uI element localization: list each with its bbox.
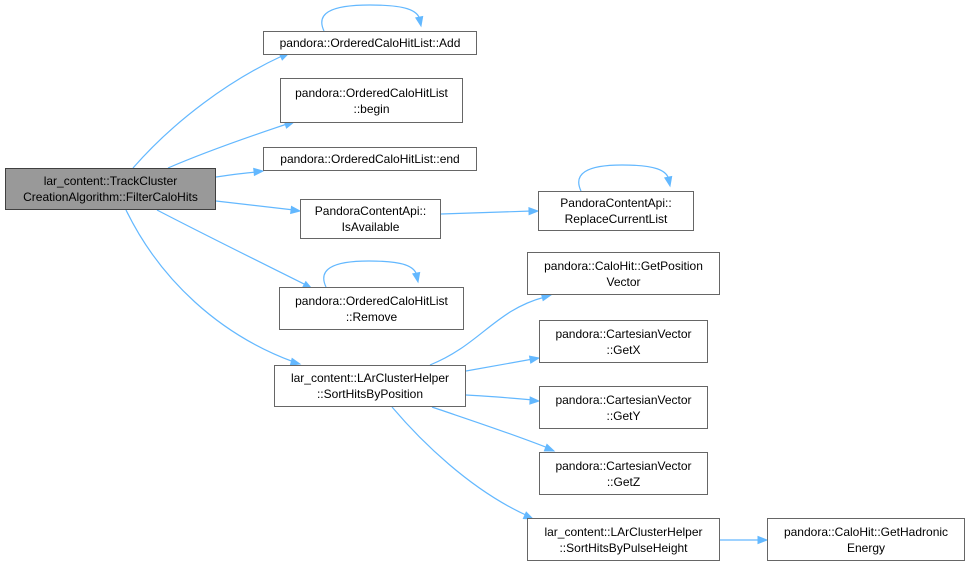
edge-arrowhead — [290, 205, 302, 215]
node-label-line: pandora::CartesianVector — [555, 458, 692, 473]
node-replace[interactable]: PandoraContentApi::ReplaceCurrentList — [538, 191, 694, 231]
node-getz[interactable]: pandora::CartesianVector::GetZ — [539, 452, 708, 495]
edge-arrowhead — [757, 535, 769, 545]
edge-line — [431, 406, 549, 449]
edge-arrowhead — [528, 355, 541, 364]
edge-line — [429, 296, 546, 366]
node-label-line: ::GetX — [606, 342, 641, 357]
edge-line — [321, 4, 421, 32]
edge-line — [132, 55, 283, 169]
edge-arrowhead — [663, 175, 673, 188]
node-sortpulse[interactable]: lar_content::LArClusterHelper::SortHitsB… — [527, 518, 720, 561]
node-label-line: pandora::OrderedCaloHitList::end — [280, 152, 460, 166]
node-label-line: pandora::CaloHit::GetPosition — [544, 258, 703, 273]
edge-arrowhead — [411, 271, 421, 284]
edge-root-to-end — [215, 167, 265, 178]
edge-isavailable-to-replace — [440, 206, 540, 216]
edge-arrowhead — [543, 443, 556, 452]
edge-root-to-sortpos — [125, 209, 302, 366]
edge-arrowhead — [414, 15, 424, 28]
node-label-line: ReplaceCurrentList — [564, 212, 668, 226]
edge-arrowhead — [253, 167, 265, 177]
edge-remove-to-remove — [323, 260, 421, 288]
node-sortpos[interactable]: lar_content::LArClusterHelper::SortHitsB… — [274, 365, 466, 407]
node-label-line: ::GetZ — [606, 474, 641, 489]
node-label-line: Vector — [606, 274, 641, 289]
node-label-line: pandora::OrderedCaloHitList::Add — [279, 36, 461, 50]
edge-root-to-isavailable — [215, 200, 302, 215]
edge-replace-to-replace — [578, 164, 673, 192]
edge-line — [578, 164, 670, 192]
node-label-line: lar_content::LArClusterHelper — [290, 371, 450, 385]
edge-arrowhead — [529, 396, 541, 405]
edge-sortpos-to-sortpulse — [391, 406, 535, 520]
edge-line — [465, 358, 534, 372]
edge-line — [156, 209, 307, 286]
edge-sortpulse-to-hadronic — [720, 535, 769, 545]
node-label-line: lar_content::LArClusterHelper — [544, 524, 703, 539]
node-label-line: pandora::OrderedCaloHitList — [295, 85, 448, 100]
node-label-line: IsAvailable — [341, 220, 400, 234]
edge-line — [215, 200, 295, 211]
node-label-line: Energy — [846, 540, 886, 555]
node-label-line: ::SortHitsByPosition — [316, 387, 424, 401]
edge-line — [167, 123, 288, 169]
node-label-line: lar_content::TrackCluster — [43, 174, 178, 188]
node-label-line: pandora::OrderedCaloHitList — [295, 293, 448, 308]
edge-sortpos-to-getx — [465, 355, 541, 372]
edge-arrowhead — [289, 357, 302, 366]
edge-add-to-add — [321, 4, 424, 32]
edge-arrowhead — [528, 206, 540, 216]
node-label-line: pandora::CartesianVector — [555, 326, 692, 341]
node-remove[interactable]: pandora::OrderedCaloHitList::Remove — [279, 287, 464, 330]
edge-line — [391, 406, 529, 517]
edge-line — [440, 210, 533, 215]
node-end[interactable]: pandora::OrderedCaloHitList::end — [263, 147, 477, 171]
node-label-line: pandora::CaloHit::GetHadronic — [783, 524, 949, 539]
edge-sortpos-to-getz — [431, 406, 556, 452]
node-label-line: pandora::CartesianVector — [555, 392, 692, 407]
edge-root-to-remove — [156, 209, 314, 290]
edge-line — [465, 394, 534, 401]
node-label-line: ::begin — [353, 101, 390, 116]
node-gety[interactable]: pandora::CartesianVector::GetY — [539, 386, 708, 429]
node-label-line: PandoraContentApi:: — [314, 204, 427, 218]
edge-line — [215, 171, 258, 178]
node-begin[interactable]: pandora::OrderedCaloHitList::begin — [280, 78, 463, 123]
node-label-line: ::GetY — [606, 408, 641, 423]
node-label-line: PandoraContentApi:: — [560, 196, 672, 210]
node-label-line: ::SortHitsByPulseHeight — [559, 540, 688, 555]
edge-line — [125, 209, 295, 363]
node-add[interactable]: pandora::OrderedCaloHitList::Add — [263, 31, 477, 55]
edge-line — [323, 260, 418, 288]
node-label-line: ::Remove — [345, 309, 398, 324]
edge-sortpos-to-gety — [465, 394, 541, 405]
node-label-line: CreationAlgorithm::FilterCaloHits — [23, 190, 198, 204]
node-isavailable[interactable]: PandoraContentApi::IsAvailable — [300, 199, 441, 239]
node-getx[interactable]: pandora::CartesianVector::GetX — [539, 320, 708, 363]
